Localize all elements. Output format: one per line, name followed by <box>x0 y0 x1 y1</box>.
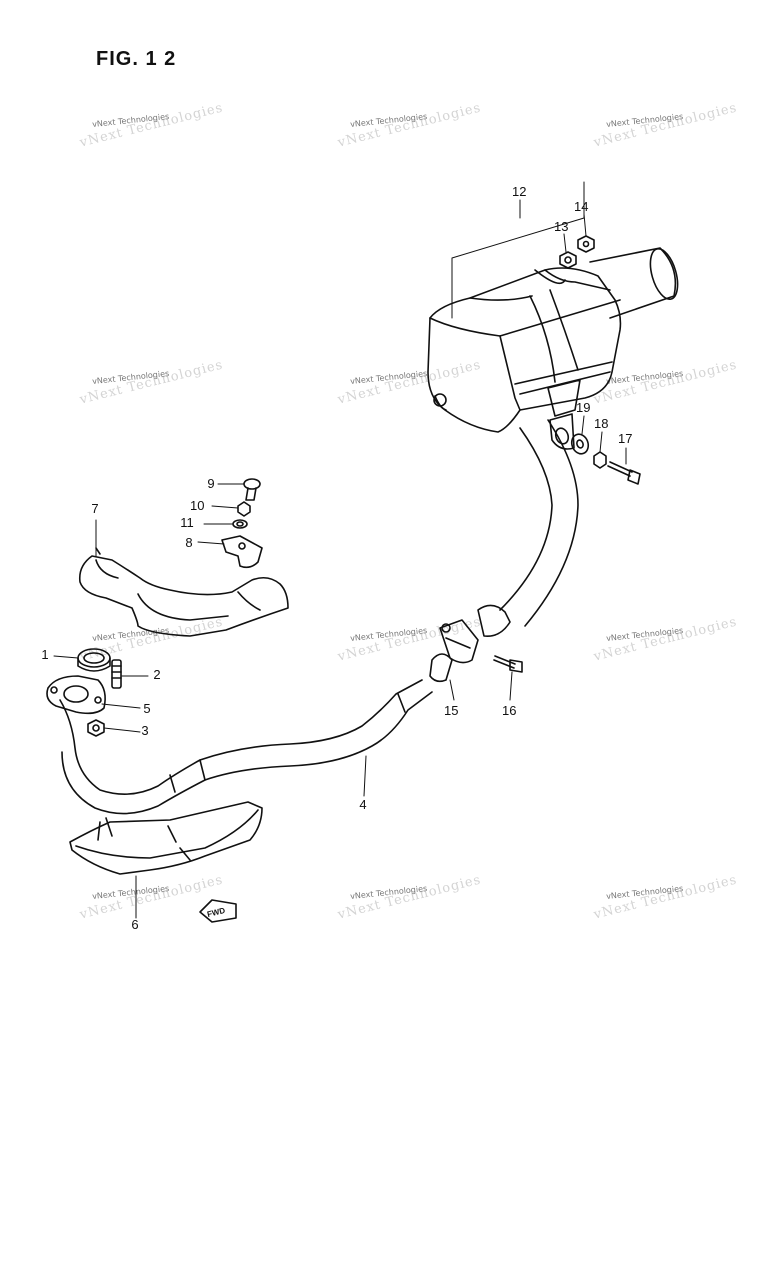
callout-13: 13 <box>554 219 569 234</box>
washer-part-18 <box>593 451 607 469</box>
exhaust-pipe-part-4 <box>59 679 433 815</box>
clamp-part-15 <box>429 619 479 683</box>
fwd-label: FWD <box>206 906 226 919</box>
muffler-part-12 <box>427 247 679 450</box>
callout-19: 19 <box>576 400 591 415</box>
callout-12: 12 <box>512 184 527 199</box>
callout-8: 8 <box>185 535 193 550</box>
heat-shield-part-7 <box>78 547 289 637</box>
callout-16: 16 <box>502 703 517 718</box>
washer-part-14 <box>577 235 595 253</box>
callout-15: 15 <box>444 703 459 718</box>
bolt-part-16 <box>493 655 523 673</box>
callout-4: 4 <box>359 797 367 812</box>
fwd-arrow-icon: FWD <box>199 899 237 923</box>
nut-part-3 <box>87 719 105 737</box>
bracket-part-8 <box>221 535 263 569</box>
callout-17: 17 <box>618 431 633 446</box>
washer-part-11 <box>232 519 248 529</box>
tail-pipe <box>477 419 579 638</box>
grommet-part-19 <box>570 433 590 455</box>
callout-3: 3 <box>141 723 149 738</box>
callout-10: 10 <box>190 498 205 513</box>
figure-title: FIG. 1 2 <box>96 48 177 70</box>
callout-11: 11 <box>180 515 194 530</box>
callout-7: 7 <box>91 501 99 516</box>
callout-6: 6 <box>131 917 139 932</box>
flange-part-5 <box>46 675 106 715</box>
callout-1: 1 <box>41 647 49 662</box>
screw-part-9 <box>243 478 261 501</box>
callout-5: 5 <box>143 701 151 716</box>
washer-part-10 <box>237 501 251 517</box>
callout-18: 18 <box>594 416 609 431</box>
leader-lines <box>53 181 627 919</box>
nut-part-13 <box>559 251 577 269</box>
bolt-part-17 <box>607 461 641 485</box>
callout-9: 9 <box>207 476 215 491</box>
stud-part-2 <box>111 659 122 689</box>
callout-2: 2 <box>153 667 161 682</box>
gasket-part-1 <box>77 648 111 672</box>
heat-shield-part-6 <box>69 801 263 875</box>
callout-14: 14 <box>574 199 589 214</box>
